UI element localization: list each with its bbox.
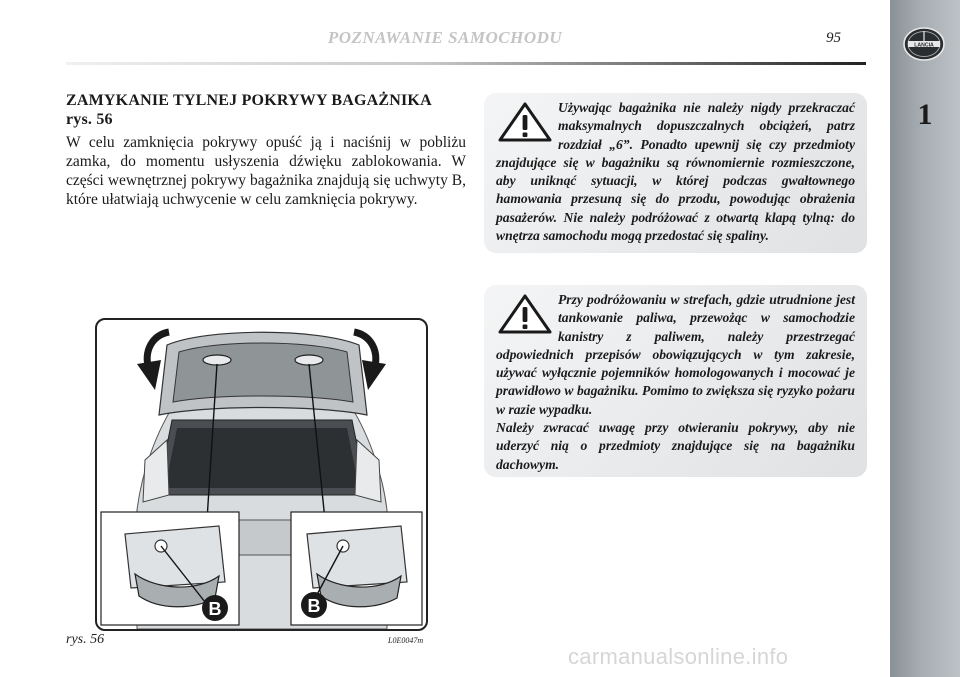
page-number: 95: [826, 30, 841, 46]
tailgate-drawing: B B: [100, 328, 423, 629]
warning-text: Używając bagażnika nie należy nigdy prze…: [496, 100, 855, 244]
section-heading-figure-ref: rys. 56: [66, 111, 113, 128]
warning-triangle-icon: [498, 102, 552, 142]
lancia-logo-icon: LANCIA: [903, 27, 945, 61]
header-rule: [66, 62, 866, 65]
label-b-left: B: [209, 599, 222, 619]
section-heading-title: ZAMYKANIE TYLNEJ POKRYWY BAGAŻNIKA: [66, 92, 432, 109]
figure-caption: rys. 56: [66, 632, 105, 647]
chapter-side-tab: LANCIA 1: [890, 0, 960, 677]
svg-text:LANCIA: LANCIA: [914, 42, 934, 48]
warning-box-load: Używając bagażnika nie należy nigdy prze…: [484, 93, 867, 253]
figure-code: L0E0047m: [388, 636, 424, 645]
figure-tailgate-illustration: B B: [95, 318, 428, 631]
section-heading: ZAMYKANIE TYLNEJ POKRYWY BAGAŻNIKA rys. …: [66, 91, 466, 129]
section-body-text: W celu zamknięcia pokrywy opuść ją i nac…: [66, 134, 466, 208]
chapter-number: 1: [917, 98, 933, 131]
label-b-right: B: [308, 596, 321, 616]
warning-box-fuel: Przy podróżowaniu w strefach, gdzie utru…: [484, 285, 867, 477]
running-header-title: POZNAWANIE SAMOCHODU: [327, 28, 563, 47]
warning-text-roof: Należy zwracać uwagę przy otwieraniu pok…: [496, 420, 855, 472]
warning-triangle-icon: [498, 294, 552, 334]
warning-text: Przy podróżowaniu w strefach, gdzie utru…: [496, 292, 855, 417]
watermark: carmanualsonline.info: [568, 644, 789, 669]
